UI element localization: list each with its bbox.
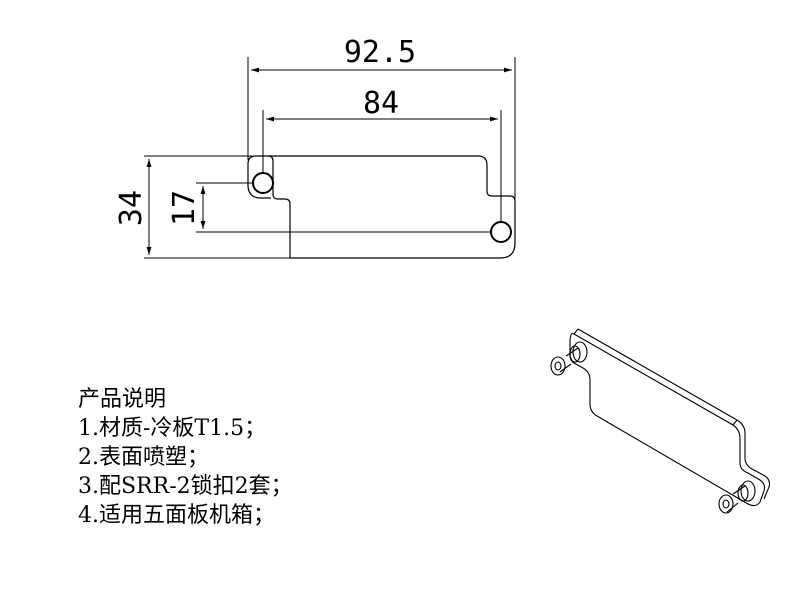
mounting-hole-left [252,172,274,194]
dim-label-92-5: 92.5 [344,35,416,70]
isometric-plate-view [569,328,771,507]
notes-title: 产品说明 [78,387,167,412]
dim-label-34: 34 [114,190,149,226]
note-item-3: 3.配SRR-2锁扣2套； [78,474,293,499]
dim-label-17: 17 [167,190,202,226]
note-item-1: 1.材质-冷板T1.5； [78,416,267,441]
note-item-4: 4.适用五面板机箱； [78,503,275,528]
latch-knob-left [550,341,588,376]
dimension-hole-offset [196,182,491,233]
dimension-overall-width [247,57,516,210]
dim-label-84: 84 [363,86,399,121]
product-notes: 产品说明 1.材质-冷板T1.5； 2.表面喷塑； 3.配SRR-2锁扣2套； … [78,385,293,530]
latch-knob-right [718,480,756,514]
dimension-hole-spacing [262,110,502,222]
dimension-height [144,155,292,259]
note-item-2: 2.表面喷塑； [78,445,209,470]
plate-outline [247,155,516,259]
mounting-hole-right [490,221,512,243]
